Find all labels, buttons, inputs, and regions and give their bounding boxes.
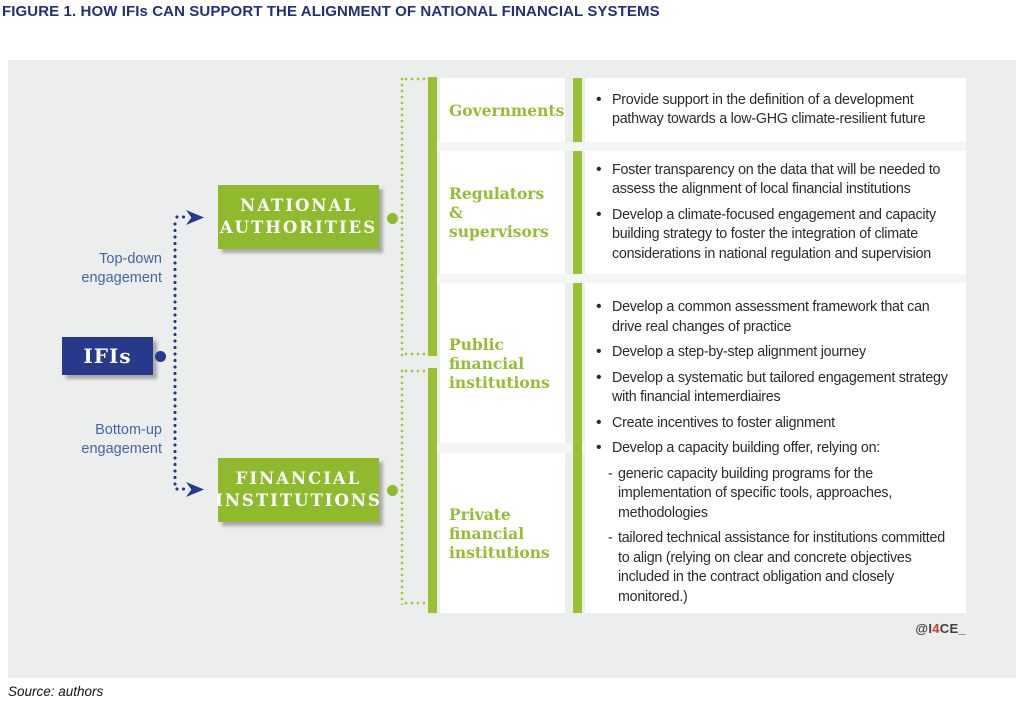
bullet-item: Develop a capacity building offer, relyi…: [585, 438, 966, 459]
bracket2-connector-dots: [395, 488, 403, 492]
national-authorities-box: NATIONAL AUTHORITIES: [218, 185, 379, 249]
detail-box-regulators: Foster transparency on the data that wil…: [585, 151, 966, 274]
dash-subitem: generic capacity building programs for t…: [585, 465, 966, 524]
category-box-public-fi: Public financial institutions: [440, 283, 565, 443]
category-label: &: [449, 203, 463, 222]
bottom-arrow-dots: [175, 487, 186, 491]
top-down-line2: engagement: [81, 270, 162, 286]
bullet-item: Foster transparency on the data that wil…: [585, 160, 966, 200]
category-label: Governments: [449, 100, 565, 120]
national-authorities-line2: AUTHORITIES: [219, 218, 378, 237]
watermark-prefix: @I: [915, 621, 933, 636]
category-box-governments: Governments: [440, 78, 565, 142]
bracket1-top-dots: [404, 77, 428, 81]
category-box-private-fi: Private financial institutions: [440, 453, 565, 613]
i4ce-watermark: @I4CE_: [846, 621, 966, 636]
detail-bar: [573, 78, 582, 142]
category-label: Private: [449, 504, 511, 524]
bracket1-connector-dots: [395, 216, 403, 220]
national-authorities-connector-dot: [387, 213, 398, 224]
category-label: supervisors: [449, 222, 549, 241]
bottom-up-engagement-label: Bottom-up engagement: [70, 421, 162, 459]
category-bar-top: [428, 77, 437, 356]
dash-subitem: tailored technical assistance for instit…: [585, 529, 966, 607]
bottom-up-line1: Bottom-up: [95, 422, 162, 438]
ifis-connector-dot: [155, 351, 166, 362]
top-down-engagement-label: Top-down engagement: [70, 250, 162, 288]
detail-bar: [573, 283, 582, 613]
bottom-up-line2: engagement: [81, 441, 162, 457]
financial-institutions-box: FINANCIAL INSTITUTIONS: [215, 458, 382, 522]
category-label: Regulators: [449, 184, 545, 203]
detail-box-financial-institutions: Develop a common assessment framework th…: [585, 283, 966, 613]
bullet-item: Create incentives to foster alignment: [585, 413, 966, 434]
row-gap-band: [437, 142, 966, 151]
bracket2-vline: [400, 369, 404, 605]
bracket2-top-dots: [404, 369, 428, 373]
bullet-item: Develop a step-by-step alignment journey: [585, 342, 966, 363]
watermark-suffix: CE_: [939, 621, 966, 636]
category-label: financial: [449, 353, 525, 373]
bracket1-bottom-dots: [404, 352, 428, 356]
ifis-label: IFIs: [83, 344, 132, 368]
category-label: financial: [449, 523, 525, 543]
watermark-highlight: 4: [932, 621, 940, 636]
row-gap-band: [437, 274, 966, 283]
financial-institutions-connector-dot: [387, 485, 398, 496]
engagement-line: [173, 222, 177, 488]
bullet-item: Develop a climate-focused engagement and…: [585, 205, 966, 265]
top-down-line1: Top-down: [99, 251, 162, 267]
category-label: Public: [449, 334, 504, 354]
detail-bar: [573, 151, 582, 274]
bullet-item: Develop a systematic but tailored engage…: [585, 368, 966, 408]
bracket2-bottom-dots: [404, 601, 428, 605]
category-bar-bottom: [428, 368, 437, 613]
top-arrow-dots: [175, 215, 186, 219]
source-note: Source: authors: [8, 684, 104, 699]
bracket1-vline: [400, 77, 404, 356]
detail-box-governments: Provide support in the definition of a d…: [585, 78, 966, 142]
bullet-item: Provide support in the definition of a d…: [585, 90, 966, 130]
national-authorities-line1: NATIONAL: [240, 196, 357, 215]
category-label: institutions: [449, 372, 550, 392]
financial-institutions-line2: INSTITUTIONS: [215, 491, 382, 510]
bullet-item: Develop a common assessment framework th…: [585, 297, 966, 337]
ifis-box: IFIs: [62, 337, 153, 375]
category-box-regulators: Regulators & supervisors: [440, 151, 565, 274]
financial-institutions-line1: FINANCIAL: [235, 469, 362, 488]
category-label: institutions: [449, 542, 550, 562]
figure-title: FIGURE 1. HOW IFIs CAN SUPPORT THE ALIGN…: [2, 3, 660, 20]
